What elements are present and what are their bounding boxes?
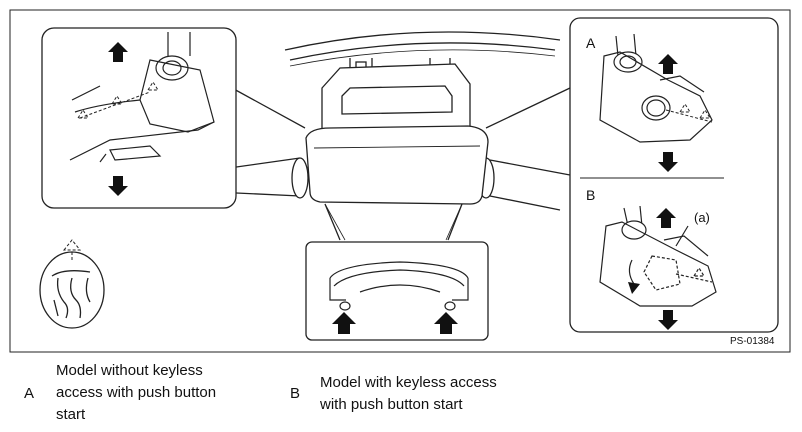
arrow-up-icon	[658, 54, 678, 74]
legend-text-b-line-1: Model with keyless access	[320, 374, 497, 391]
steering-column-cover-diagram: A B (a)	[9, 9, 791, 353]
panel-label-a: A	[586, 35, 596, 51]
arrow-up-icon	[332, 312, 356, 334]
legend-text-b-line-2: with push button start	[320, 396, 463, 413]
callout-right: A B (a)	[569, 17, 779, 333]
arrow-up-icon	[656, 208, 676, 228]
panel-label-b: B	[586, 187, 595, 203]
arrow-down-icon	[658, 310, 678, 330]
figure-code: PS-01384	[730, 336, 775, 347]
legend-text-a-line-2: access with push button	[56, 384, 217, 401]
arrow-down-icon	[658, 152, 678, 172]
legend-key-a: A	[24, 385, 35, 402]
legend-text-a-line-3: start	[56, 406, 86, 423]
legend-text-b: Model with keyless access with push butt…	[320, 372, 497, 416]
column-cover-assembly	[214, 31, 571, 241]
arrow-up-icon	[434, 312, 458, 334]
arrow-up-icon	[108, 42, 128, 62]
legend-text-a-line-1: Model without keyless	[56, 362, 203, 379]
callout-upper-left	[41, 27, 237, 209]
arrow-down-icon	[108, 176, 128, 196]
callout-lower-center	[305, 241, 489, 341]
clip-detail	[39, 239, 105, 329]
legend-key-b: B	[290, 385, 301, 402]
callout-label-a-lower: (a)	[694, 210, 710, 225]
legend-text-a: Model without keyless access with push b…	[56, 360, 216, 426]
diagram-frame	[9, 9, 791, 353]
rotate-arrow-icon	[628, 282, 640, 294]
